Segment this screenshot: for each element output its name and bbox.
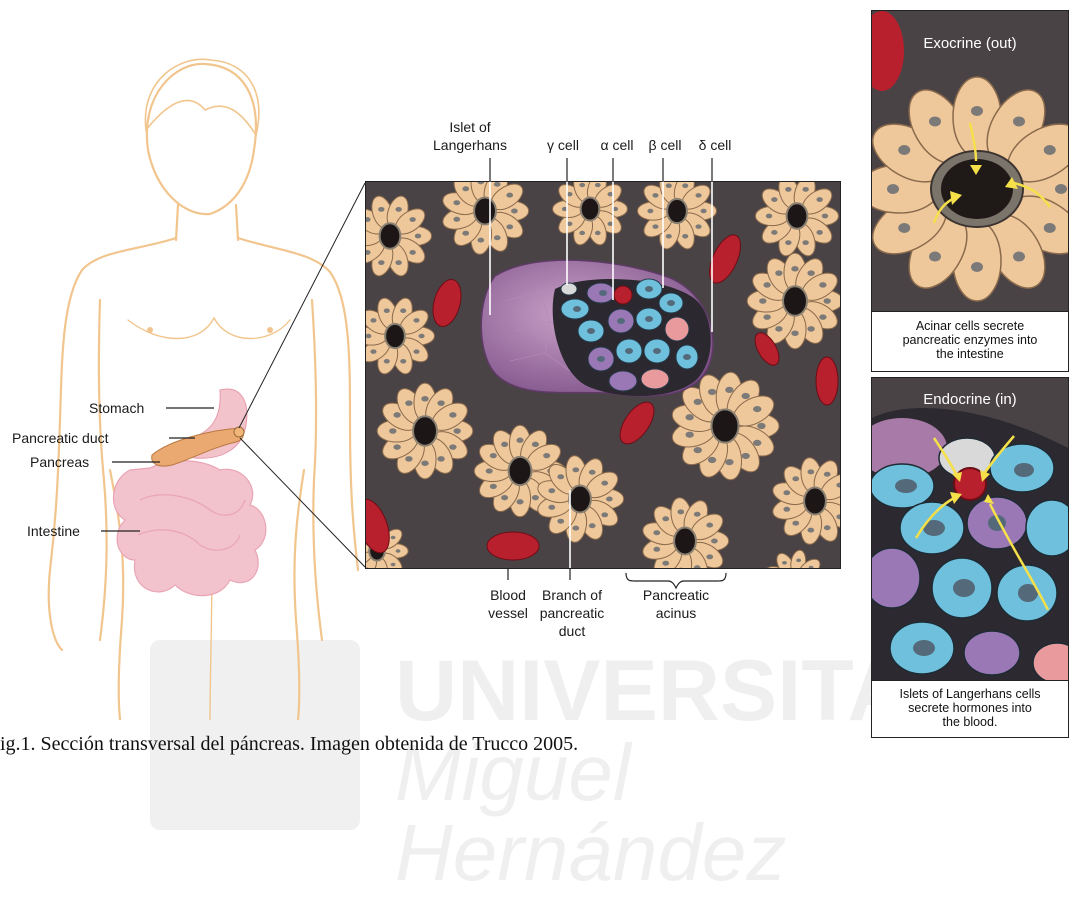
label-alpha-cell: α cell xyxy=(601,137,634,153)
zoom-lines xyxy=(0,0,370,580)
exocrine-caption-line-3: the intestine xyxy=(872,347,1068,361)
label-islet-line-1: Islet of xyxy=(449,119,490,135)
figure-caption: ig.1. Sección transversal del páncreas. … xyxy=(0,733,578,756)
endocrine-illustration: Endocrine (in) xyxy=(872,378,1068,680)
endocrine-caption-line-3: the blood. xyxy=(872,715,1068,729)
endocrine-caption: Islets of Langerhans cells secrete hormo… xyxy=(872,680,1068,737)
label-blood-vessel-line-2: vessel xyxy=(488,605,528,621)
endocrine-caption-line-2: secrete hormones into xyxy=(872,701,1068,715)
exocrine-illustration: Exocrine (out) xyxy=(872,11,1068,311)
label-branch-duct-line-1: Branch of xyxy=(542,587,602,603)
label-branch-duct-line-2: pancreatic xyxy=(540,605,605,621)
label-branch-duct-line-3: duct xyxy=(559,623,586,639)
label-beta-cell: β cell xyxy=(649,137,682,153)
endocrine-title: Endocrine (in) xyxy=(923,391,1016,408)
micro-labels: Islet of Langerhans γ cell α cell β cell… xyxy=(360,110,840,670)
exocrine-caption-line-2: pancreatic enzymes into xyxy=(872,333,1068,347)
endocrine-caption-line-1: Islets of Langerhans cells xyxy=(872,687,1068,701)
label-blood-vessel-line-1: Blood xyxy=(490,587,526,603)
exocrine-caption: Acinar cells secrete pancreatic enzymes … xyxy=(872,311,1068,371)
exocrine-caption-line-1: Acinar cells secrete xyxy=(872,319,1068,333)
label-delta-cell: δ cell xyxy=(699,137,732,153)
endocrine-panel: Endocrine (in) Islets of Langerhans cell… xyxy=(871,377,1069,738)
exocrine-title: Exocrine (out) xyxy=(923,35,1016,52)
label-gamma-cell: γ cell xyxy=(547,137,579,153)
label-islet-line-2: Langerhans xyxy=(433,137,507,153)
label-acinus-line-1: Pancreatic xyxy=(643,587,709,603)
watermark-line-3: Hernández xyxy=(395,808,786,897)
label-acinus-line-2: acinus xyxy=(656,605,696,621)
exocrine-panel: Exocrine (out) Acinar cells secrete panc… xyxy=(871,10,1069,372)
